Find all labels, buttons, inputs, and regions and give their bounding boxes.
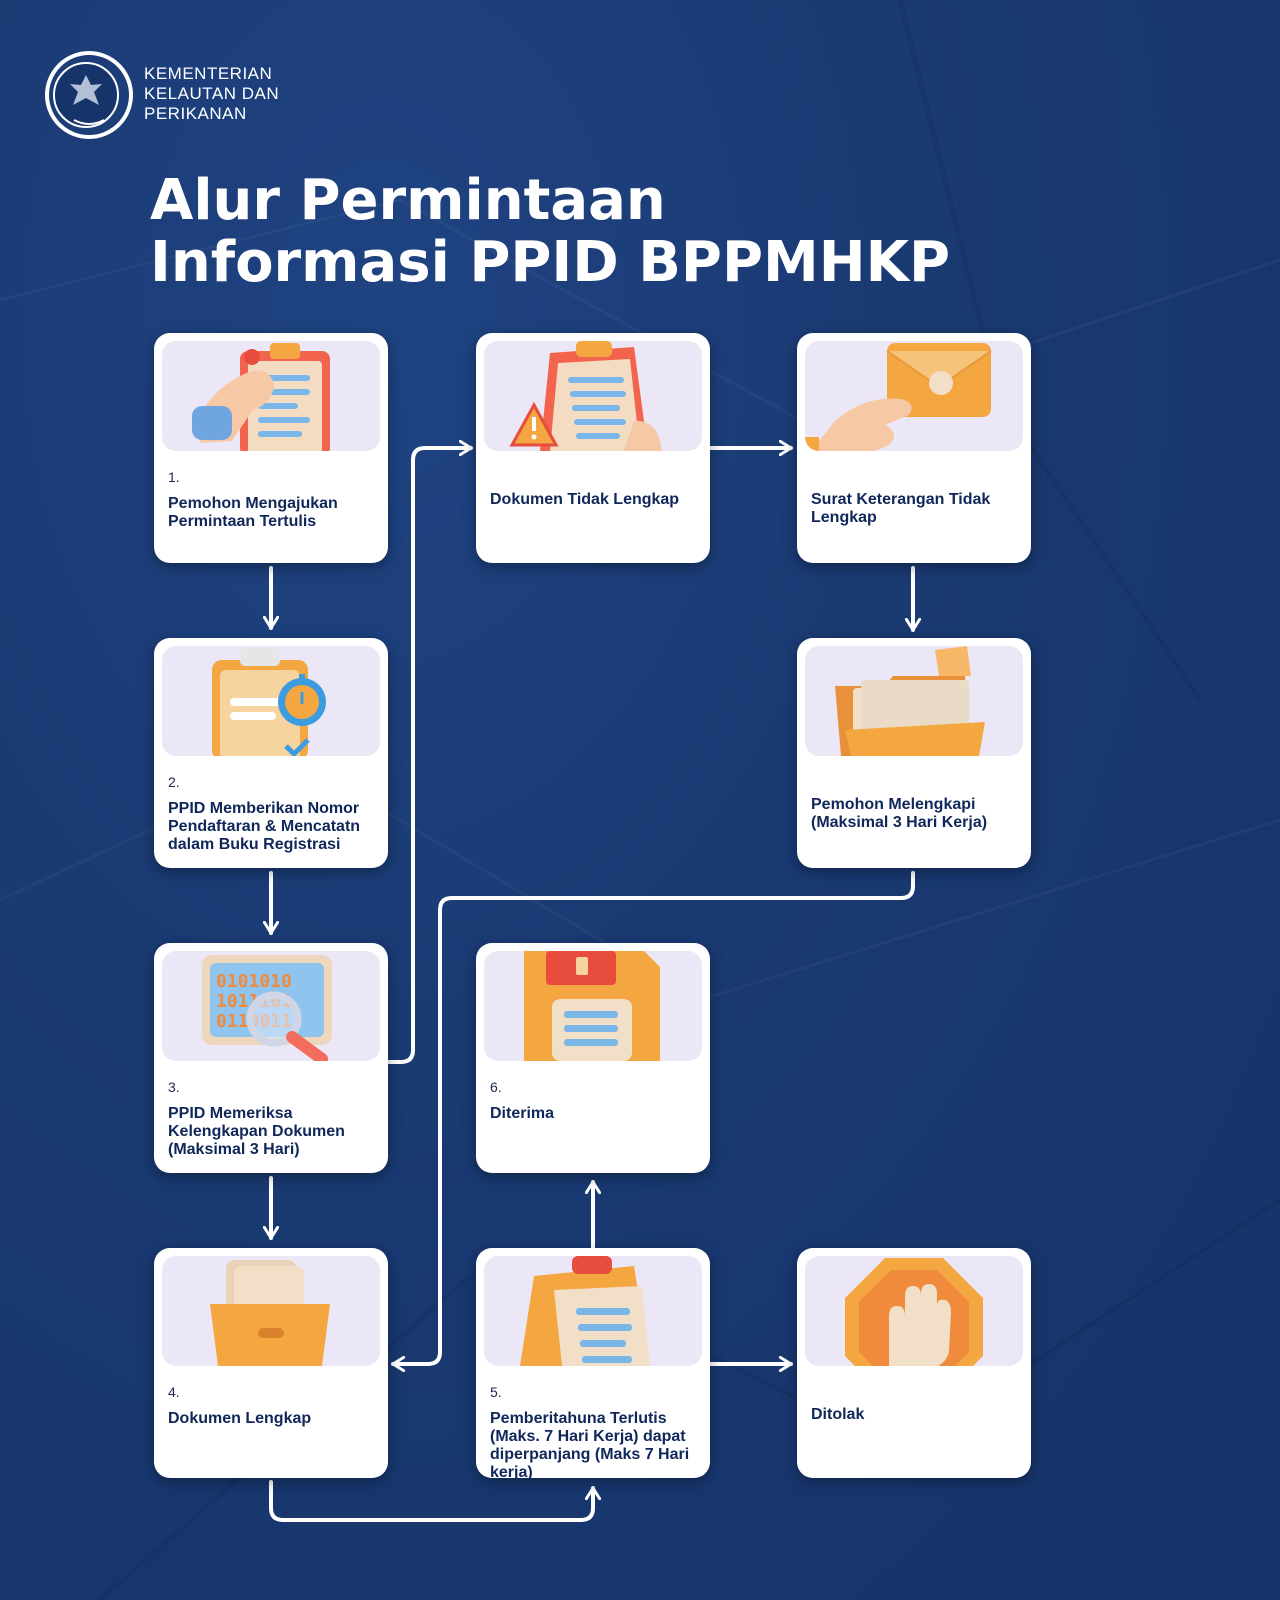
step-3-label: PPID Memeriksa Kelengkapan Dokumen (Maks… bbox=[168, 1105, 345, 1158]
rejected-label: Ditolak bbox=[811, 1406, 865, 1423]
organization-line-1: KEMENTERIAN bbox=[144, 64, 273, 83]
stop-hand-icon bbox=[845, 1258, 983, 1366]
step-2-card: 2. PPID Memberikan Nomor Pendaftaran & M… bbox=[154, 638, 388, 868]
step-6-illustration bbox=[484, 951, 702, 1061]
svg-text:0101010: 0101010 bbox=[216, 971, 292, 992]
step-5-number: 5. bbox=[490, 1384, 502, 1400]
step-6-label: Diterima bbox=[490, 1105, 555, 1122]
step-2-label: PPID Memberikan Nomor Pendaftaran & Menc… bbox=[168, 800, 361, 853]
step-6-number: 6. bbox=[490, 1079, 502, 1095]
arrow-complete-to-4 bbox=[391, 871, 915, 1364]
step-1-illustration bbox=[162, 341, 380, 451]
applicant-completes-label: Pemohon Melengkapi (Maksimal 3 Hari Kerj… bbox=[811, 796, 988, 831]
incomplete-document-illustration bbox=[484, 341, 702, 451]
title-line-2: Informasi PPID BPPMHKP bbox=[150, 230, 951, 295]
floppy-disk-icon bbox=[524, 951, 660, 1061]
step-1-number: 1. bbox=[168, 469, 180, 485]
step-2-number: 2. bbox=[168, 774, 180, 790]
organization-name: KEMENTERIAN KELAUTAN DAN PERIKANAN bbox=[144, 64, 279, 124]
incomplete-letter-illustration bbox=[805, 341, 1023, 451]
applicant-completes-illustration bbox=[805, 646, 1023, 756]
monitor-magnifier-icon: 0101010 1011101 0110011 bbox=[202, 955, 332, 1061]
applicant-completes-card: Pemohon Melengkapi (Maksimal 3 Hari Kerj… bbox=[797, 638, 1031, 868]
step-4-number: 4. bbox=[168, 1384, 180, 1400]
step-4-label: Dokumen Lengkap bbox=[168, 1410, 312, 1427]
clipboard-stopwatch-icon bbox=[212, 648, 326, 756]
envelope-hand-icon bbox=[805, 343, 992, 451]
ministry-logo bbox=[45, 51, 133, 139]
step-5-label: Pemberitahuna Terlutis (Maks. 7 Hari Ker… bbox=[490, 1410, 690, 1478]
step-5-illustration bbox=[484, 1256, 702, 1366]
step-4-card: 4. Dokumen Lengkap bbox=[154, 1248, 388, 1478]
step-4-illustration bbox=[162, 1256, 380, 1366]
step-1-label: Pemohon Mengajukan Permintaan Tertulis bbox=[168, 495, 338, 530]
step-5-card: 5. Pemberitahuna Terlutis (Maks. 7 Hari … bbox=[476, 1248, 710, 1478]
step-1-card: 1. Pemohon Mengajukan Permintaan Tertuli… bbox=[154, 333, 388, 563]
clipboard-icon bbox=[520, 1256, 650, 1366]
step-3-illustration: 0101010 1011101 0110011 bbox=[162, 951, 380, 1061]
step-2-illustration bbox=[162, 646, 380, 756]
clipboard-warning-icon bbox=[509, 341, 662, 451]
step-3-card: 0101010 1011101 0110011 3. PPID Memeriks… bbox=[154, 943, 388, 1173]
organization-line-2: KELAUTAN DAN bbox=[144, 84, 280, 103]
incomplete-document-label: Dokumen Tidak Lengkap bbox=[490, 491, 680, 508]
title-line-1: Alur Permintaan bbox=[150, 168, 666, 233]
rejected-card: Ditolak bbox=[797, 1248, 1031, 1478]
folder-icon bbox=[835, 646, 985, 756]
incomplete-letter-card: Surat Keterangan Tidak Lengkap bbox=[797, 333, 1031, 563]
organization-line-3: PERIKANAN bbox=[144, 104, 247, 123]
page-title: Alur Permintaan Informasi PPID BPPMHKP bbox=[150, 170, 950, 294]
arrow-4-to-5 bbox=[269, 1480, 593, 1522]
step-6-card: 6. Diterima bbox=[476, 943, 710, 1173]
step-3-number: 3. bbox=[168, 1079, 180, 1095]
arrow-3-to-incomplete bbox=[387, 448, 473, 1064]
clipboard-hand-icon bbox=[192, 343, 330, 451]
rejected-illustration bbox=[805, 1256, 1023, 1366]
file-box-icon bbox=[210, 1260, 330, 1366]
incomplete-document-card: Dokumen Tidak Lengkap bbox=[476, 333, 710, 563]
incomplete-letter-label: Surat Keterangan Tidak Lengkap bbox=[811, 491, 991, 526]
